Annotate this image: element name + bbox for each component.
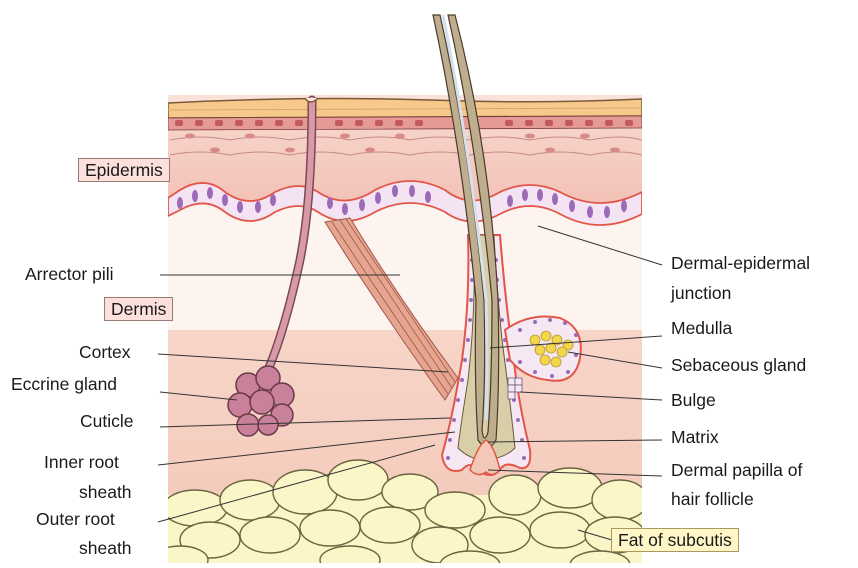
cortex-label: Cortex [79, 342, 131, 362]
bulge-label: Bulge [671, 390, 716, 410]
eccrine-gland-label: Eccrine gland [11, 374, 117, 394]
arrector-pili-label: Arrector pili [25, 264, 114, 284]
inner-root-sheath-label-line1: Inner root [44, 452, 119, 472]
outer-root-sheath-label-line2: sheath [79, 538, 132, 558]
dermis-label: Dermis [104, 297, 173, 321]
fat-of-subcutis-label: Fat of subcutis [611, 528, 739, 552]
dermal-papilla-label-line1: Dermal papilla of [671, 460, 802, 480]
matrix-label: Matrix [671, 427, 719, 447]
dermal-epidermal-junction-label-line1: Dermal-epidermal [671, 253, 810, 273]
dermal-papilla-label-line2: hair follicle [671, 489, 754, 509]
outer-root-sheath-label-line1: Outer root [36, 509, 115, 529]
cuticle-label: Cuticle [80, 411, 134, 431]
sebaceous-gland-label: Sebaceous gland [671, 355, 806, 375]
epidermis-label: Epidermis [78, 158, 170, 182]
dermal-epidermal-junction-label-line2: junction [671, 283, 731, 303]
inner-root-sheath-label-line2: sheath [79, 482, 132, 502]
medulla-label: Medulla [671, 318, 732, 338]
